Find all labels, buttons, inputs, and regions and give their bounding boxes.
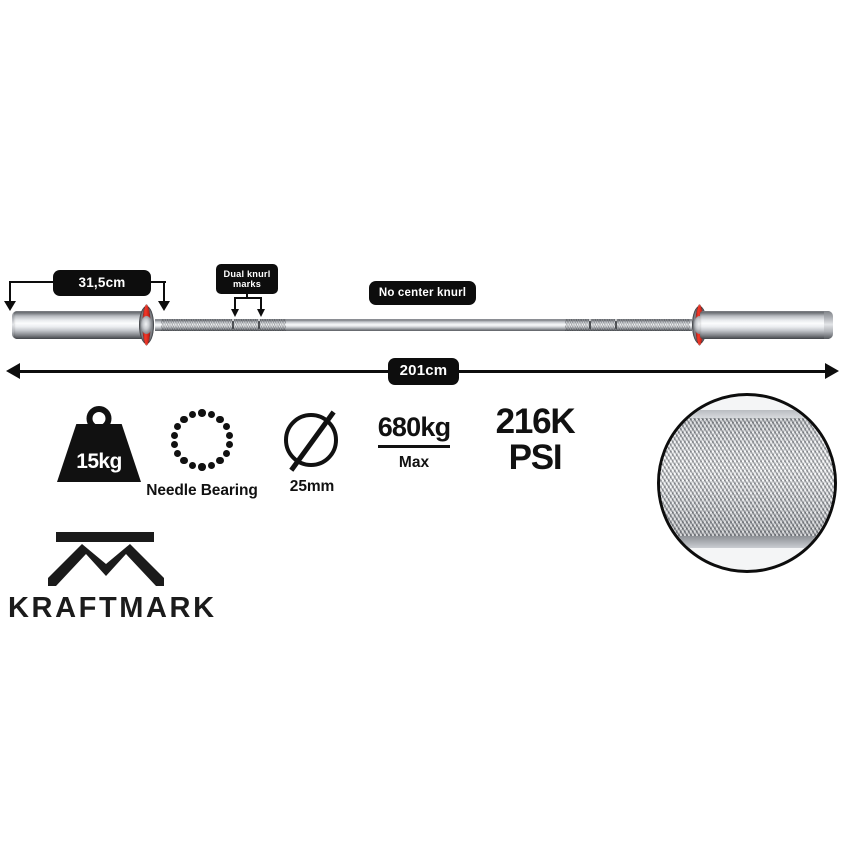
diameter-circle-shape — [284, 413, 338, 467]
dual-knurl-brace-stem — [246, 294, 248, 299]
bearing-dot — [207, 461, 216, 470]
dual-knurl-brace-left — [234, 297, 236, 311]
logo-bar-shape — [56, 532, 154, 542]
bearing-dot — [225, 441, 234, 449]
feature-diameter: 25mm — [264, 406, 360, 496]
feature-tensile-unit: PSI — [508, 437, 563, 477]
dual-knurl-brace-right — [260, 297, 262, 311]
bearing-dot — [170, 441, 179, 449]
feature-tensile-value: 216K — [495, 402, 576, 441]
bearing-dot — [180, 456, 188, 465]
bearing-dot — [216, 415, 224, 424]
sleeve-length-arrow-right-icon — [158, 301, 171, 311]
knurl-band-left — [161, 319, 286, 331]
bearing-dot — [180, 415, 188, 424]
knurl-closeup-texture — [660, 418, 834, 548]
feature-tensile-strength: 216K PSI — [470, 404, 600, 475]
bearing-dot — [198, 463, 206, 471]
feature-max-load-value: 680kg — [377, 412, 451, 449]
bearing-dot — [188, 461, 197, 470]
feature-weight: 15kg — [44, 406, 154, 482]
bearing-dot — [207, 410, 216, 419]
dual-knurl-arrow-left-icon — [230, 309, 239, 317]
diameter-symbol-icon — [280, 406, 344, 476]
feature-max-load: 680kg Max — [362, 412, 466, 472]
knurl-mark-right-inner — [615, 319, 617, 329]
barbell-shaft — [155, 319, 692, 331]
feature-bearing: Needle Bearing — [136, 406, 268, 500]
brand-name-text: KRAFTMARK — [8, 592, 217, 624]
feature-max-load-caption: Max — [398, 454, 430, 472]
bearing-dot — [174, 449, 182, 458]
bearing-dot — [225, 431, 234, 439]
bearing-dot — [222, 422, 230, 431]
feature-icon-row: 15kg Needle Bearing 25mm 680kg Max 216K … — [0, 398, 620, 508]
bearing-dot — [198, 409, 206, 417]
bearing-dot — [170, 431, 179, 439]
knurl-closeup-bottom-edge — [660, 536, 834, 548]
dual-knurl-marks-label: Dual knurl marks — [216, 264, 278, 294]
kraftmark-mark-icon — [40, 528, 172, 588]
knurl-mark-left-outer — [258, 319, 260, 329]
knurl-mark-left-inner — [232, 319, 234, 329]
sleeve-right — [700, 311, 831, 339]
weight-block-icon: 15kg — [57, 406, 141, 482]
bearing-dot — [222, 449, 230, 458]
total-length-label: 201cm — [388, 358, 459, 385]
needle-bearing-dot-ring-icon — [164, 406, 240, 478]
knurl-closeup-circle — [657, 393, 837, 573]
total-length-arrow-left-icon — [6, 363, 20, 379]
knurl-band-right — [565, 319, 690, 331]
sleeve-length-label: 31,5cm — [53, 270, 151, 296]
collar-hub-left — [141, 316, 152, 334]
feature-diameter-caption: 25mm — [289, 478, 335, 495]
sleeve-cap-right — [824, 311, 833, 339]
barbell-illustration — [0, 300, 845, 350]
knurl-mark-right-outer — [589, 319, 591, 329]
sleeve-length-arrow-left-icon — [4, 301, 17, 311]
logo-peaks-shape — [48, 544, 164, 586]
feature-bearing-caption: Needle Bearing — [146, 482, 258, 499]
dual-knurl-arrow-right-icon — [256, 309, 265, 317]
collar-hub-right — [694, 316, 705, 334]
bearing-dot — [174, 422, 182, 431]
brand-logo: KRAFTMARK — [8, 528, 228, 625]
bearing-dot — [216, 456, 224, 465]
sleeve-length-brace-left — [9, 281, 12, 303]
sleeve-length-brace-right — [163, 281, 166, 303]
no-center-knurl-label: No center knurl — [369, 281, 476, 305]
feature-weight-value: 15kg — [76, 450, 122, 473]
total-length-arrow-right-icon — [825, 363, 839, 379]
bearing-dot — [188, 410, 197, 419]
dual-knurl-brace-horizontal — [234, 297, 262, 299]
sleeve-left — [14, 311, 144, 339]
